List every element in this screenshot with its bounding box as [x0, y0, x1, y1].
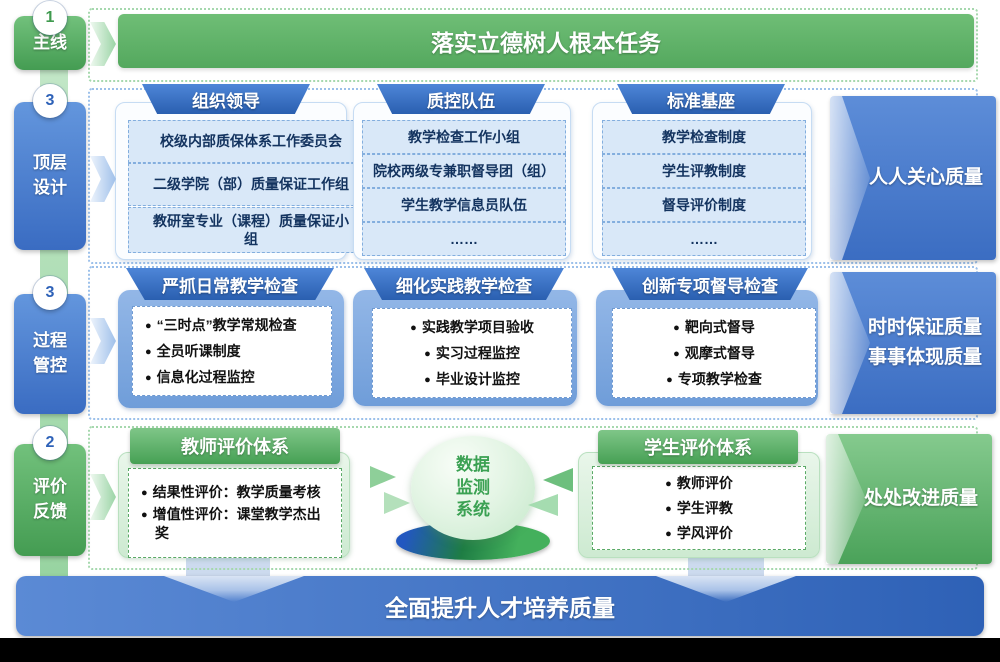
step-badge-4: 2: [33, 426, 67, 460]
list-item: 二级学院（部）质量保证工作组: [128, 163, 374, 206]
stage-label-line: 反馈: [33, 502, 67, 521]
arrow-chevron-icon: [826, 434, 866, 564]
bullet-item: 靶向式督导: [673, 317, 755, 337]
data-monitoring-sphere: 数据 监测 系统: [411, 436, 535, 540]
column-header: 质控队伍: [377, 84, 545, 114]
step-badge-1: 1: [33, 1, 67, 35]
bullet-list: 结果性评价：教学质量考核 增值性评价：课堂教学杰出奖: [128, 468, 342, 558]
teacher-eval-header: 教师评价体系: [130, 428, 340, 464]
list-item: ……: [362, 222, 566, 256]
bullet-item: 结果性评价：教学质量考核: [141, 483, 321, 502]
column-header-text: 组织领导: [192, 91, 260, 111]
column-header-text: 质控队伍: [427, 91, 495, 111]
bullet-item: 信息化过程监控: [145, 367, 255, 387]
outcome-arrow-row2: 人人关心质量: [830, 96, 996, 260]
bullet-item: 专项教学检查: [666, 369, 762, 389]
column-header-text: 细化实践教学检查: [396, 276, 532, 296]
arrow-chevron-icon: [830, 96, 870, 260]
stage-label-evaluation-feedback: 评价 反馈: [14, 444, 86, 556]
bullet-item: 实习过程监控: [424, 343, 520, 363]
bullet-item: 全员听课制度: [145, 341, 241, 361]
panel-header-text: 学生评价体系: [644, 438, 752, 458]
list-item: ……: [602, 222, 806, 256]
stage-label-line: 过程: [33, 331, 67, 351]
bullet-list: 实践教学项目验收 实习过程监控 毕业设计监控: [372, 308, 572, 398]
list-item: 教学检查工作小组: [362, 120, 566, 154]
bullet-item: 教师评价: [665, 473, 733, 493]
list-item: 校级内部质保体系工作委员会: [128, 120, 374, 163]
top-banner-text: 落实立德树人根本任务: [431, 30, 661, 56]
arrow-chevron-icon: [830, 272, 870, 414]
list-item: 督导评价制度: [602, 188, 806, 222]
outcome-arrow-text: 处处改进质量: [863, 487, 978, 509]
stage-label-line: 设计: [33, 178, 67, 197]
stage-label-line: 顶层: [33, 153, 67, 173]
stage-label-line: 评价: [33, 477, 67, 497]
connector-strip: [186, 554, 270, 578]
outcome-arrow-row4: 处处改进质量: [826, 434, 992, 564]
bottom-black-bar: [0, 638, 1000, 662]
bullet-item: 学风评价: [665, 523, 733, 543]
list-item: 教研室专业（课程）质量保证小组: [128, 207, 374, 253]
bullet-list: 教师评价 学生评教 学风评价: [592, 466, 806, 550]
column-header-text: 创新专项督导检查: [642, 276, 778, 296]
bullet-list: “三时点”教学常规检查 全员听课制度 信息化过程监控: [132, 306, 332, 396]
column-header-text: 严抓日常教学检查: [162, 276, 298, 296]
column-header: 严抓日常教学检查: [126, 268, 334, 300]
stage-label-text: 主线: [33, 32, 67, 52]
sphere-text-line: 数据: [456, 454, 490, 474]
bullet-item: 毕业设计监控: [424, 369, 520, 389]
connector-strip: [688, 554, 764, 578]
column-header: 标准基座: [617, 84, 785, 114]
column-header: 组织领导: [142, 84, 310, 114]
column-header: 创新专项督导检查: [612, 268, 808, 300]
outcome-arrow-row3: 时时保证质量 事事体现质量: [830, 272, 996, 414]
list-item: 学生教学信息员队伍: [362, 188, 566, 222]
stage-label-process-control: 过程 管控: [14, 294, 86, 414]
stage-label-top-design: 顶层 设计: [14, 102, 86, 250]
sphere-text-line: 系统: [456, 500, 490, 520]
outcome-arrow-text: 时时保证质量 事事体现质量: [867, 316, 982, 368]
section-frame-row1: [88, 8, 978, 82]
bullet-item: 学生评教: [665, 498, 733, 518]
bullet-item: 增值性评价：课堂教学杰出奖: [141, 505, 333, 543]
bullet-list: 靶向式督导 观摩式督导 专项教学检查: [612, 308, 816, 398]
step-badge-2: 3: [33, 84, 67, 118]
step-badge-3: 3: [33, 276, 67, 310]
bottom-banner-text: 全面提升人才培养质量: [385, 595, 615, 621]
student-eval-header: 学生评价体系: [598, 430, 798, 464]
column-header-text: 标准基座: [667, 91, 735, 111]
list-item: 院校两级专兼职督导团（组）: [362, 154, 566, 188]
top-banner: 落实立德树人根本任务: [118, 14, 974, 68]
bullet-item: 观摩式督导: [673, 343, 755, 363]
panel-header-text: 教师评价体系: [181, 437, 289, 457]
column-header: 细化实践教学检查: [364, 268, 564, 300]
list-item: 学生评教制度: [602, 154, 806, 188]
sphere-text-line: 监测: [456, 477, 490, 497]
bullet-item: “三时点”教学常规检查: [145, 315, 297, 335]
stage-label-line: 管控: [33, 356, 67, 375]
bottom-banner: 全面提升人才培养质量: [16, 576, 984, 636]
outcome-arrow-text: 人人关心质量: [868, 166, 983, 188]
bullet-item: 实践教学项目验收: [410, 317, 534, 337]
list-item: 教学检查制度: [602, 120, 806, 154]
